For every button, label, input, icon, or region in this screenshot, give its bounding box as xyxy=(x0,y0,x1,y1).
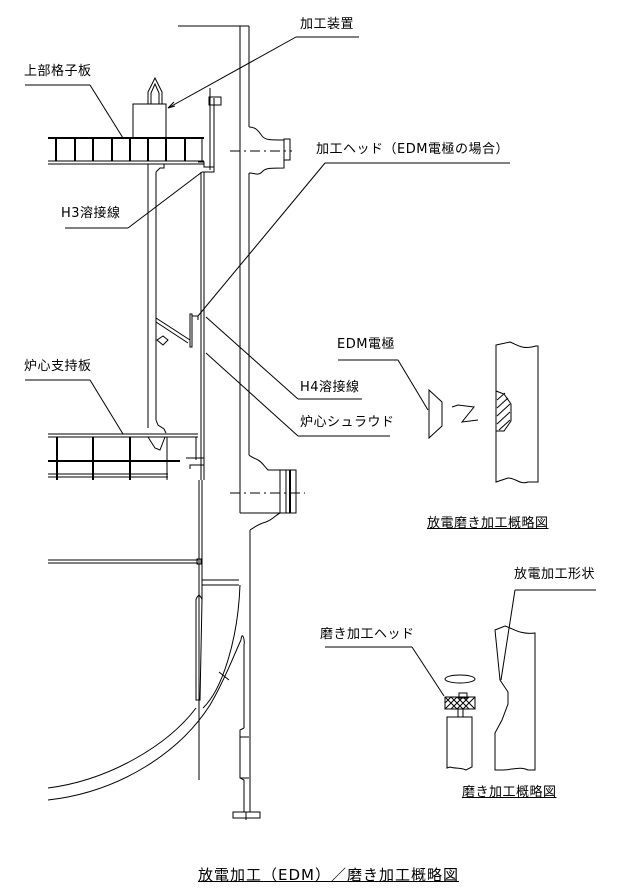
upper-grid-plate xyxy=(48,137,204,165)
core-support-plate xyxy=(48,433,205,480)
leader-lines xyxy=(25,36,510,437)
label-processing-device: 加工装置 xyxy=(300,17,355,32)
label-h3-weld-line: H3溶接線 xyxy=(61,206,121,221)
label-processing-head-edm: 加工ヘッド（EDM電極の場合） xyxy=(316,142,509,157)
edm-detail-sketch xyxy=(338,341,539,484)
vessel-bottom-head xyxy=(47,558,261,820)
polish-detail-sketch xyxy=(325,589,596,771)
label-edm-shape: 放電加工形状 xyxy=(514,567,596,582)
label-polishing-head: 磨き加工ヘッド xyxy=(320,627,415,642)
label-edm-electrode: EDM電極 xyxy=(337,337,395,352)
diagram-title: 放電加工（EDM）／磨き加工概略図 xyxy=(198,866,459,884)
processing-device xyxy=(132,76,222,173)
core-shroud xyxy=(147,164,205,780)
lower-nozzle xyxy=(230,454,305,812)
vessel-wall xyxy=(178,25,292,460)
label-core-shroud: 炉心シュラウド xyxy=(300,415,395,430)
label-h4-weld-line: H4溶接線 xyxy=(300,380,360,395)
label-core-support-plate: 炉心支持板 xyxy=(24,359,92,374)
caption-polish-overview: 磨き加工概略図 xyxy=(462,785,557,800)
label-upper-grid-plate: 上部格子板 xyxy=(24,64,92,79)
caption-edm-polish-overview: 放電磨き加工概略図 xyxy=(427,516,549,531)
